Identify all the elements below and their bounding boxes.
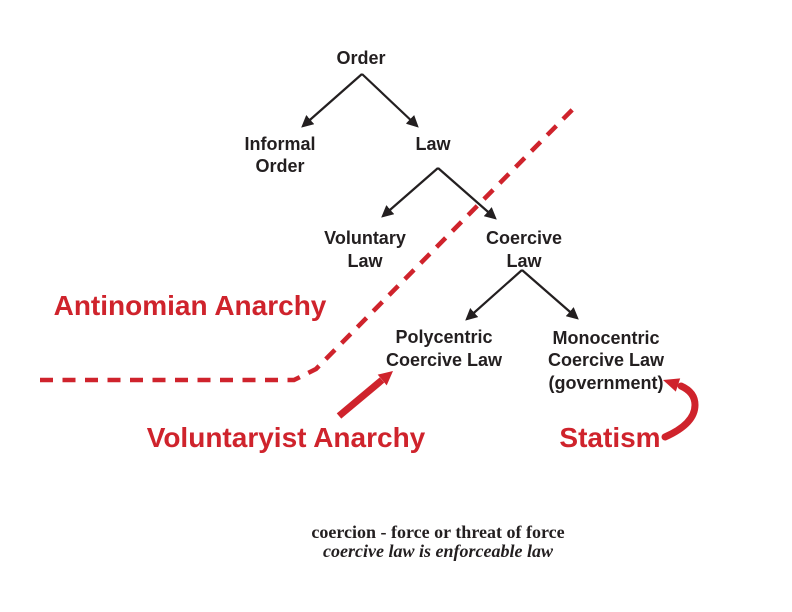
edge-coercive-to-polycentric [465, 269, 523, 321]
node-coercive-law-line2: Law [506, 251, 542, 271]
label-antinomian-anarchy: Antinomian Anarchy [54, 290, 327, 321]
edge-law-to-coercive-law [437, 167, 497, 220]
node-coercive-law-line1: Coercive [486, 228, 562, 248]
node-monocentric-line3: (government) [548, 373, 663, 393]
node-polycentric-line2: Coercive Law [386, 350, 503, 370]
statism-arrow [661, 382, 699, 441]
label-statism: Statism [559, 422, 660, 453]
voluntaryist-arrow [336, 377, 385, 419]
edge-order-to-law [361, 73, 419, 128]
edge-law-to-voluntary-law [381, 167, 439, 218]
voluntaryist-arrowhead [377, 371, 393, 386]
node-law: Law [415, 134, 451, 154]
statism-arrowhead [663, 378, 681, 392]
node-voluntary-law-line2: Law [347, 251, 383, 271]
node-informal-order-line1: Informal [244, 134, 315, 154]
footnote-coercion-definition: coercion - force or threat of force [311, 522, 564, 542]
node-polycentric-line1: Polycentric [395, 327, 492, 347]
node-monocentric-line2: Coercive Law [548, 350, 665, 370]
node-informal-order-line2: Order [255, 156, 304, 176]
node-voluntary-law-line1: Voluntary [324, 228, 406, 248]
edge-order-to-informal-order [301, 73, 363, 128]
footnote-coercive-law-definition: coercive law is enforceable law [323, 541, 554, 561]
label-voluntaryist-anarchy: Voluntaryist Anarchy [147, 422, 426, 453]
node-order: Order [336, 48, 385, 68]
node-monocentric-line1: Monocentric [552, 328, 659, 348]
edge-coercive-to-monocentric [521, 269, 579, 320]
